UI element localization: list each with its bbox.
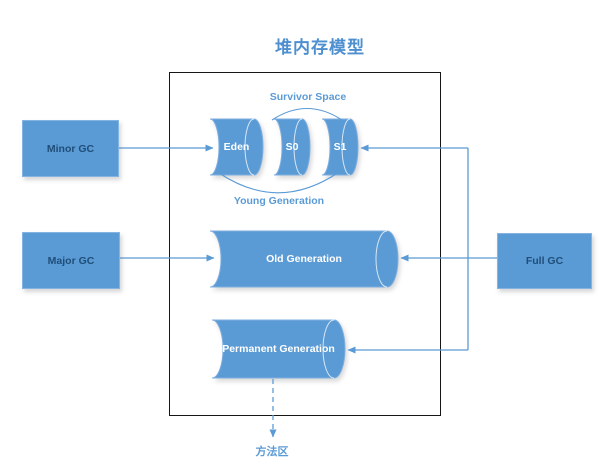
eden-cylinder: [209, 118, 264, 176]
survivor-space-arc: [271, 108, 343, 121]
minor-gc-label: Minor GC: [46, 142, 95, 155]
s1-cylinder: [321, 118, 359, 176]
major-gc-box: Major GC: [22, 232, 120, 289]
young-generation-arc: [218, 171, 340, 194]
old-generation-cylinder: [209, 230, 399, 288]
heap-boundary-rectangle: [169, 72, 441, 416]
full-gc-box: Full GC: [497, 233, 592, 289]
method-area-annotation: 方法区: [255, 446, 289, 458]
young-generation-annotation: Young Generation: [233, 195, 325, 207]
permanent-generation-cylinder: [211, 319, 346, 379]
major-gc-label: Major GC: [47, 254, 95, 267]
full-gc-label: Full GC: [525, 255, 564, 267]
survivor-space-annotation: Survivor Space: [269, 91, 347, 103]
page-title: 堆内存模型: [275, 38, 365, 57]
minor-gc-box: Minor GC: [22, 120, 119, 177]
s0-cylinder: [273, 118, 311, 176]
